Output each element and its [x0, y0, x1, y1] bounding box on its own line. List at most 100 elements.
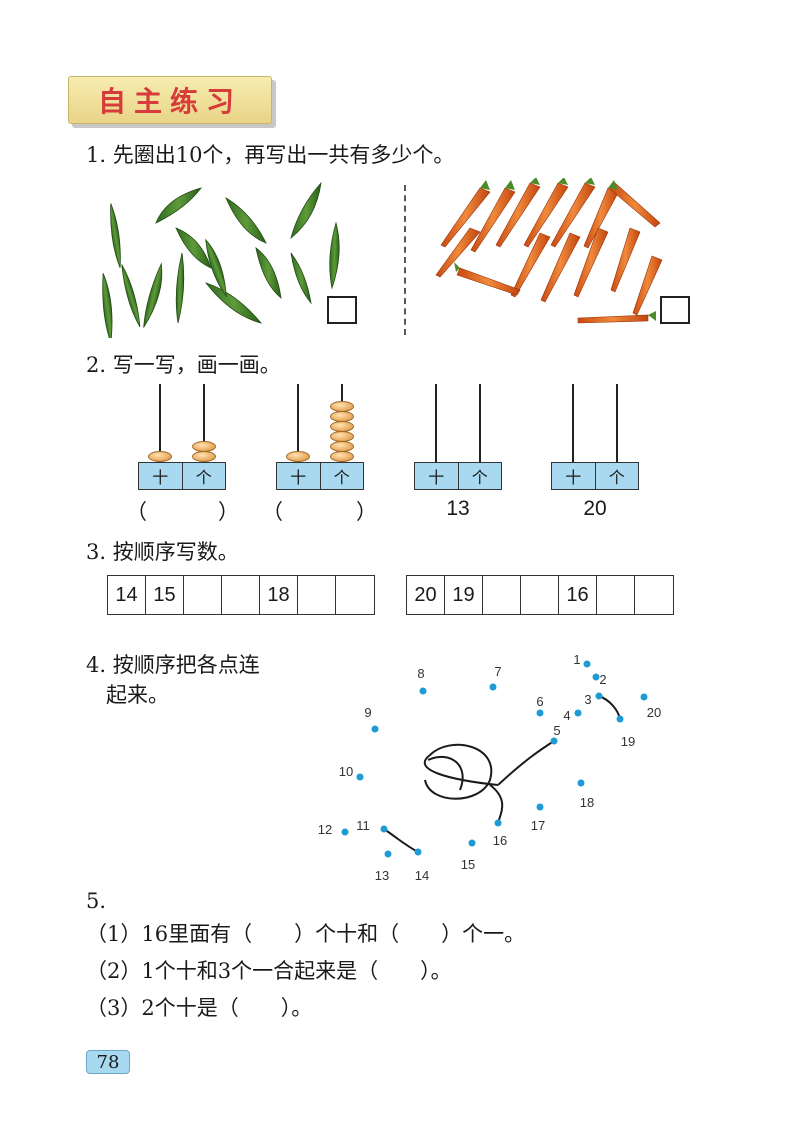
- dot-15[interactable]: [468, 839, 476, 847]
- dot-label-20: 20: [647, 705, 661, 720]
- dot-18[interactable]: [577, 779, 585, 787]
- dot-label-5: 5: [553, 723, 560, 738]
- pepper-count-box[interactable]: [327, 296, 357, 324]
- dot-label-10: 10: [339, 764, 353, 779]
- ones-bead: [330, 411, 354, 422]
- dot-19[interactable]: [616, 715, 624, 723]
- dot-1[interactable]: [583, 660, 591, 668]
- dot-label-19: 19: [621, 734, 635, 749]
- tens-rod: [159, 384, 161, 464]
- question-5-item-1: （1）16里面有（ ）个十和（ ）个一。: [86, 922, 526, 946]
- dot-label-8: 8: [417, 666, 424, 681]
- answer-paren-close: ）: [356, 500, 377, 524]
- question-3-text: 3. 按顺序写数。: [86, 540, 239, 564]
- ones-rod: [616, 384, 618, 464]
- place-value-box: 十 个: [414, 462, 502, 490]
- ones-label: 个: [333, 468, 350, 487]
- dot-16[interactable]: [494, 819, 502, 827]
- dot-7[interactable]: [489, 683, 497, 691]
- question-1-text: 1. 先圈出10个，再写出一共有多少个。: [86, 143, 455, 167]
- dot-10[interactable]: [356, 773, 364, 781]
- question-4-text-line2: 起来。: [106, 683, 169, 707]
- ones-rod: [479, 384, 481, 464]
- abacus-2: 十 个: [276, 384, 364, 492]
- snail-base-line: [383, 828, 419, 853]
- carrot-group: [435, 178, 663, 324]
- answer-paren-open: （: [126, 500, 147, 524]
- dot-4[interactable]: [574, 709, 582, 717]
- ones-bead: [330, 451, 354, 462]
- carrot-count-box[interactable]: [660, 296, 690, 324]
- dot-9[interactable]: [371, 725, 379, 733]
- abacus-3: 十 个: [414, 384, 502, 492]
- sequence-blank[interactable]: [635, 576, 673, 614]
- snail-antenna-line: [598, 695, 621, 720]
- dot-8[interactable]: [419, 687, 427, 695]
- question-5-item-2: （2）1个十和3个一合起来是（ ）。: [86, 959, 452, 983]
- section-heading: 自主练习: [68, 76, 272, 124]
- dot-label-2: 2: [599, 672, 606, 687]
- sequence-blank[interactable]: [184, 576, 222, 614]
- snail-shell-outline: [423, 743, 499, 800]
- dot-label-11: 11: [356, 818, 370, 833]
- sequence-row-2: 20 19 16: [406, 575, 674, 615]
- green-pepper-icon: [102, 181, 340, 338]
- dot-17[interactable]: [536, 803, 544, 811]
- ones-bead: [192, 441, 216, 452]
- question-4-text-line1: 4. 按顺序把各点连: [86, 653, 260, 677]
- answer-paren-open: （: [262, 500, 283, 524]
- sequence-blank[interactable]: [597, 576, 635, 614]
- sequence-cell: 15: [146, 576, 184, 614]
- ones-bead: [330, 421, 354, 432]
- ones-bead: [330, 441, 354, 452]
- sequence-cell: 20: [407, 576, 445, 614]
- dot-label-13: 13: [375, 868, 389, 883]
- dot-label-16: 16: [493, 833, 507, 848]
- sequence-cell: 19: [445, 576, 483, 614]
- snail-neck-line: [497, 740, 555, 786]
- question-2-text: 2. 写一写，画一画。: [86, 353, 281, 377]
- dot-label-1: 1: [573, 652, 580, 667]
- page-number: 78: [86, 1050, 130, 1074]
- tens-label: 十: [277, 463, 321, 489]
- dot-label-15: 15: [461, 857, 475, 872]
- dot-label-14: 14: [415, 868, 429, 883]
- question-5-item-3: （3）2个十是（ ）。: [86, 996, 313, 1020]
- dot-11[interactable]: [380, 825, 388, 833]
- abacus-3-number: 13: [446, 497, 470, 520]
- tens-bead: [286, 451, 310, 462]
- carrot-icon: [435, 182, 663, 324]
- tens-label: 十: [415, 463, 459, 489]
- tens-rod: [297, 384, 299, 464]
- ones-label: 个: [195, 468, 212, 487]
- snail-body-line: [489, 784, 504, 824]
- sequence-blank[interactable]: [222, 576, 260, 614]
- sequence-blank[interactable]: [521, 576, 559, 614]
- tens-bead: [148, 451, 172, 462]
- tens-label: 十: [139, 463, 183, 489]
- abacus-1: 十 个: [138, 384, 226, 492]
- sequence-blank[interactable]: [336, 576, 374, 614]
- dot-label-4: 4: [563, 708, 570, 723]
- tens-label: 十: [552, 463, 596, 489]
- question-5-number: 5.: [86, 889, 107, 913]
- dot-12[interactable]: [341, 828, 349, 836]
- ones-label: 个: [471, 468, 488, 487]
- sequence-blank[interactable]: [298, 576, 336, 614]
- dot-label-3: 3: [584, 692, 591, 707]
- sequence-cell: 18: [260, 576, 298, 614]
- dot-label-9: 9: [364, 705, 371, 720]
- dot-6[interactable]: [536, 709, 544, 717]
- dot-14[interactable]: [414, 848, 422, 856]
- sequence-cell: 14: [108, 576, 146, 614]
- abacus-4: 十 个: [551, 384, 639, 492]
- dot-5[interactable]: [550, 737, 558, 745]
- ones-rod: [203, 384, 205, 464]
- dot-label-12: 12: [318, 822, 332, 837]
- dot-13[interactable]: [384, 850, 392, 858]
- sequence-blank[interactable]: [483, 576, 521, 614]
- dot-3[interactable]: [595, 692, 603, 700]
- dot-20[interactable]: [640, 693, 648, 701]
- sequence-row-1: 14 15 18: [107, 575, 375, 615]
- dot-2[interactable]: [592, 673, 600, 681]
